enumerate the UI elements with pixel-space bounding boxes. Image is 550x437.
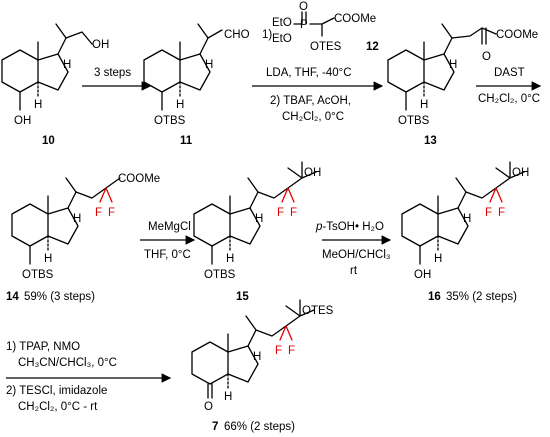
c14-otbs: OTBS (22, 269, 54, 281)
c16-number: 16 (428, 291, 441, 303)
c7-o: O (204, 401, 213, 413)
compound-15 (193, 161, 317, 265)
c14-f1: F (95, 207, 102, 219)
c10-h-junction: H (34, 99, 42, 111)
reagent-r3-line1: DAST (494, 67, 525, 79)
c11-cho: CHO (224, 29, 250, 41)
c7-h-ring: H (253, 351, 261, 363)
c10-h-ring: H (63, 59, 71, 71)
c16-oh-bottom: OH (414, 269, 431, 281)
c13-o: O (482, 51, 491, 63)
reagent-r2-cond: LDA, THF, -40°C (266, 67, 352, 79)
compound-7 (191, 299, 315, 399)
compound-16 (401, 161, 525, 265)
c12-number: 12 (366, 41, 379, 53)
c12-coome: COOMe (334, 13, 376, 25)
reagent-r5-line3: rt (350, 265, 358, 277)
c13-number: 13 (424, 135, 437, 147)
reagent-r5-line1: p-TsOH• H₂O (315, 221, 384, 233)
c15-oh: OH (304, 167, 321, 179)
c16-h-junction: H (434, 253, 442, 265)
c7-otes: OTES (302, 305, 334, 317)
reagent-r2-step2b: CH₂Cl₂, 0°C (282, 111, 344, 123)
c7-number: 7 (212, 421, 218, 433)
c13-coome: COOMe (496, 29, 538, 41)
c11-number: 11 (180, 135, 193, 147)
c12-p: P (300, 19, 308, 31)
c16-f1: F (485, 207, 492, 219)
c15-number: 15 (236, 291, 249, 303)
reagent-r2-step2: 2) TBAF, AcOH, (270, 95, 351, 107)
reagent-r6-line3: 2) TESCl, imidazole (6, 385, 107, 397)
c15-f2: F (290, 207, 297, 219)
c13-otbs: OTBS (398, 115, 430, 127)
reagent-r6-line4: CH₂Cl₂, 0°C - rt (18, 401, 98, 413)
compound-14 (11, 177, 121, 265)
reagent-r6-line1: 1) TPAP, NMO (6, 341, 80, 353)
c16-oh-top: OH (512, 167, 529, 179)
c13-h-ring: H (449, 59, 457, 71)
c15-f1: F (277, 207, 284, 219)
c16-yield: 35% (2 steps) (446, 291, 517, 303)
c12-eto1: EtO (272, 17, 292, 29)
c12-o: O (299, 1, 308, 13)
c12-eto2: EtO (272, 33, 292, 45)
reagent-r6-line2: CH₃CN/CHCl₃, 0°C (18, 357, 117, 369)
c13-h-junction: H (420, 99, 428, 111)
c16-f2: F (498, 207, 505, 219)
c16-h-ring: H (463, 213, 471, 225)
c14-yield: 59% (3 steps) (24, 291, 95, 303)
c10-oh-bottom: OH (14, 115, 31, 127)
c11-h-ring: H (205, 59, 213, 71)
compound-10 (1, 23, 93, 111)
c11-h-junction: H (176, 99, 184, 111)
c7-f2: F (288, 345, 295, 357)
c7-h-junction: H (224, 391, 232, 403)
c15-h-ring: H (255, 213, 263, 225)
reagent-r5-line2: MeOH/CHCl₃ (322, 249, 391, 261)
c14-f2: F (108, 207, 115, 219)
c15-otbs: OTBS (204, 269, 236, 281)
c10-oh-top: OH (92, 39, 109, 51)
c7-yield: 66% (2 steps) (224, 421, 295, 433)
c10-number: 10 (42, 135, 55, 147)
c14-coome: COOMe (118, 173, 160, 185)
c11-otbs: OTBS (154, 115, 186, 127)
reagent-r5-p: p (315, 221, 323, 233)
reagent-r4-line2: THF, 0°C (144, 249, 191, 261)
c14-h-ring: H (73, 213, 81, 225)
c14-number: 14 (6, 291, 19, 303)
reagent-r4-line1: MeMgCl (148, 221, 191, 233)
compound-12 (293, 11, 335, 37)
reagent-r1: 3 steps (94, 67, 131, 79)
reagent-r2-step1: 1) (262, 29, 272, 41)
c7-f1: F (275, 345, 282, 357)
reagent-r3-line2: CH₂Cl₂, 0°C (478, 93, 540, 105)
c14-h-junction: H (44, 253, 52, 265)
reagent-r5-tsoh: -TsOH• H₂O (322, 221, 384, 233)
compound-13 (387, 23, 497, 111)
compound-11 (143, 23, 223, 111)
c15-h-junction: H (226, 253, 234, 265)
c12-otes: OTES (310, 41, 342, 53)
